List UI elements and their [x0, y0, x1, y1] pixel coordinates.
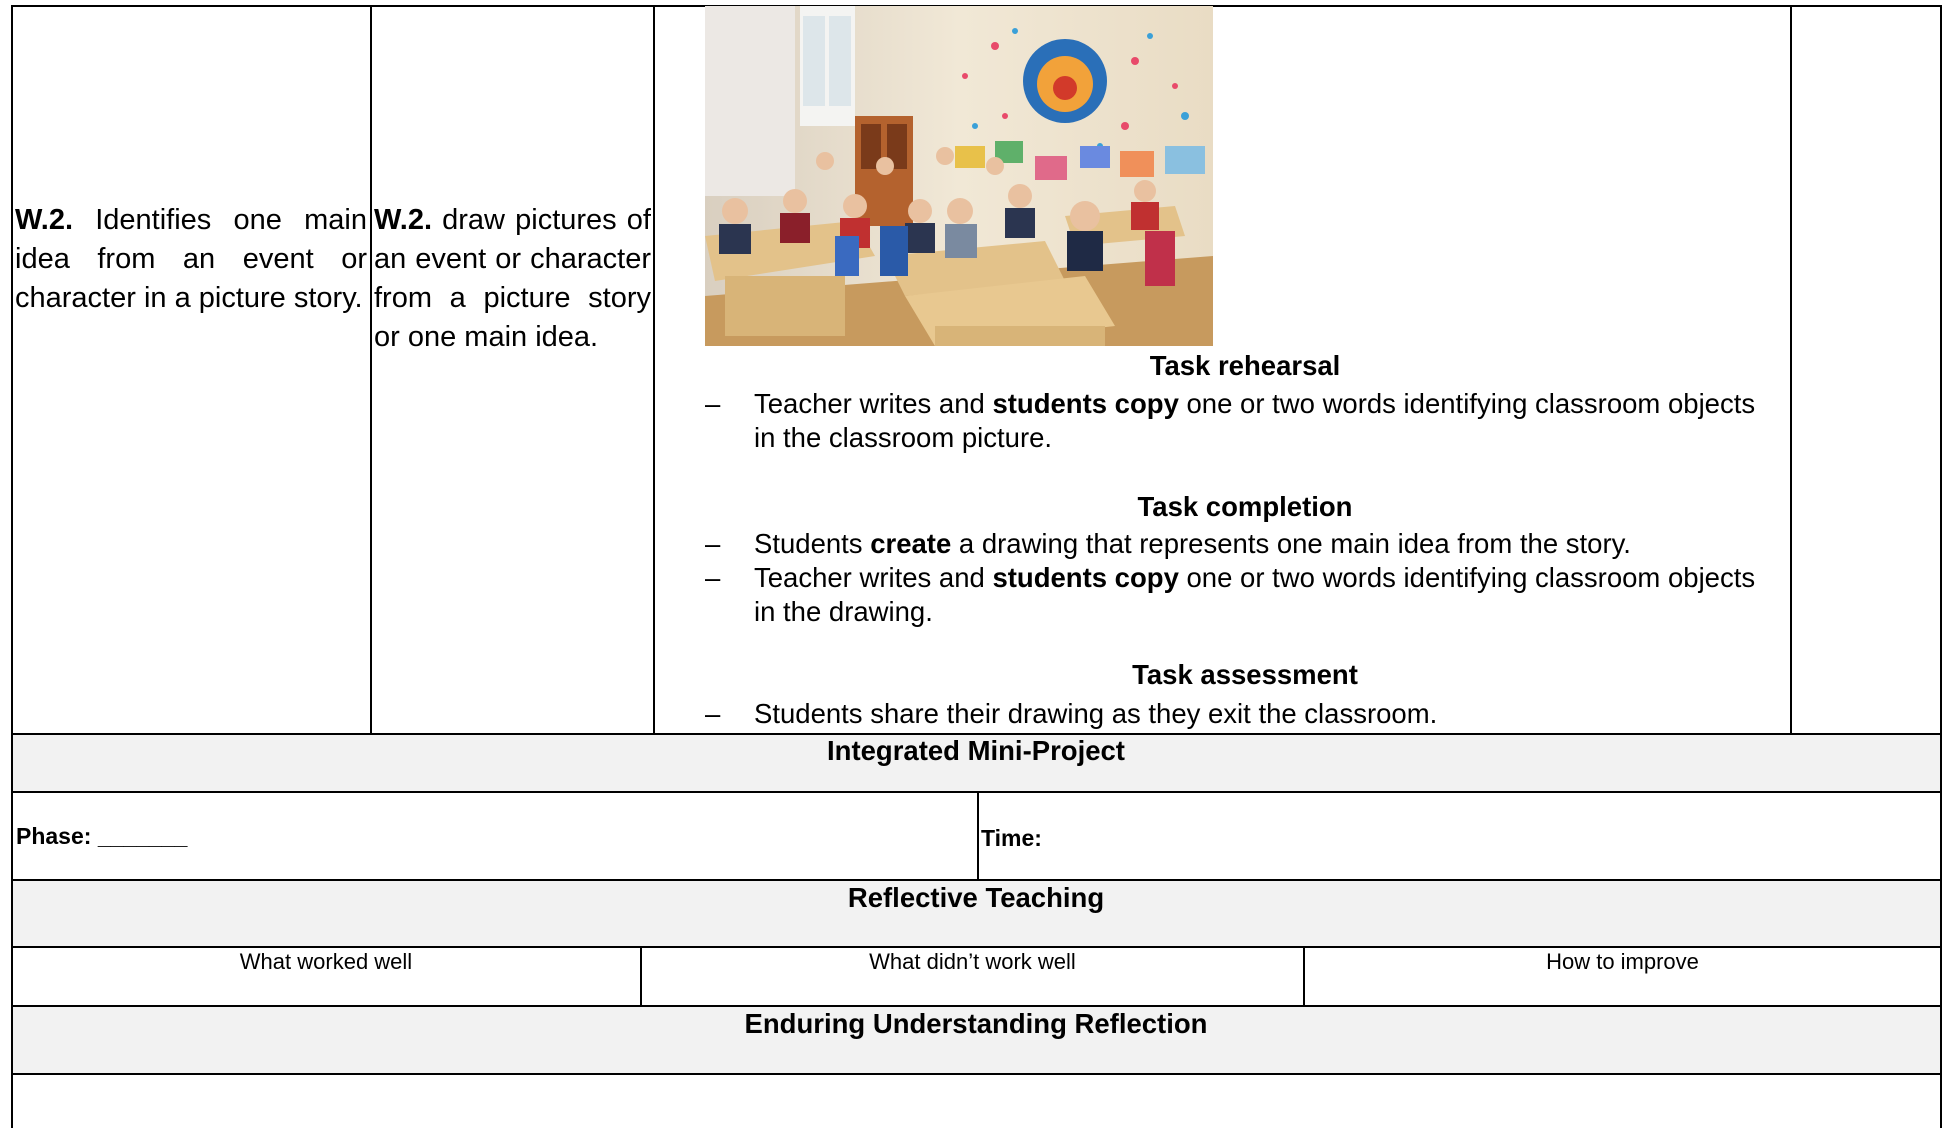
table-border — [11, 879, 1941, 881]
enduring-response-area[interactable] — [13, 1075, 1939, 1128]
bullet-text-post: one or two words identifying classroom o… — [754, 388, 1756, 453]
bullet-dash: – — [705, 562, 721, 593]
table-border — [11, 5, 13, 1128]
bullet-text-bold: students copy — [992, 388, 1179, 419]
bullet-text-post: a drawing that represents one main idea … — [951, 528, 1631, 559]
bullet-text-pre: Teacher writes and — [754, 562, 993, 593]
bullet-text-post: one or two words identifying classroom o… — [754, 562, 1756, 627]
mini-project-title: Integrated Mini-Project — [827, 735, 1125, 766]
objective-code: W.2. — [15, 204, 74, 236]
table-border — [11, 791, 1941, 793]
table-border — [977, 791, 979, 880]
learning-objective: W.2. Identifies one main idea from an ev… — [15, 201, 367, 318]
bullet-text: Students share their drawing as they exi… — [754, 697, 1775, 731]
reflection-column-header: What worked well — [239, 949, 413, 974]
reflection-column-header: How to improve — [1546, 949, 1699, 974]
bullet-text: Students create a drawing that represent… — [754, 527, 1775, 561]
table-border — [11, 1073, 1941, 1075]
assessment-bullet: – Students share their drawing as they e… — [705, 697, 1775, 731]
success-criteria: W.2. draw pictures of an event or charac… — [374, 201, 651, 357]
classroom-photo — [705, 6, 1213, 346]
bullet-dash: – — [705, 698, 721, 729]
time-label: Time: — [981, 825, 1042, 851]
table-border — [1940, 5, 1942, 1128]
reflective-title: Reflective Teaching — [847, 882, 1105, 913]
phase-label: Phase: _______ — [16, 823, 188, 849]
completion-heading: Task completion — [1137, 491, 1353, 522]
bullet-text-pre: Teacher writes and — [754, 388, 993, 419]
bullet-text-bold: create — [870, 528, 952, 559]
objective-text: Identifies one main idea from an event o… — [15, 204, 367, 314]
bullet-text: Teacher writes and students copy one or … — [754, 387, 1775, 455]
completion-bullet: – Teacher writes and students copy one o… — [705, 561, 1775, 631]
bullet-text-pre: Students — [754, 528, 871, 559]
criteria-code: W.2. — [374, 204, 433, 236]
bullet-text-pre: Students share their drawing as they exi… — [754, 698, 1438, 729]
table-border — [11, 733, 1941, 735]
reflection-column-header: What didn’t work well — [869, 949, 1076, 974]
assessment-heading: Task assessment — [1132, 659, 1358, 690]
rehearsal-heading: Task rehearsal — [1149, 350, 1341, 381]
enduring-title: Enduring Understanding Reflection — [744, 1008, 1208, 1039]
enduring-header-bg — [12, 1006, 1940, 1073]
table-border — [640, 946, 642, 1006]
table-border — [370, 5, 372, 734]
table-border — [11, 1005, 1941, 1007]
bullet-text-bold: students copy — [992, 562, 1179, 593]
rehearsal-bullet: – Teacher writes and students copy one o… — [705, 387, 1775, 457]
classroom-photo-illustration — [705, 6, 1213, 346]
reflective-header-bg — [12, 880, 1940, 946]
bullet-text: Teacher writes and students copy one or … — [754, 561, 1775, 629]
bullet-dash: – — [705, 388, 721, 419]
table-border — [1790, 5, 1792, 734]
mini-project-header-bg — [12, 734, 1940, 792]
table-border — [1303, 946, 1305, 1006]
completion-bullet: – Students create a drawing that represe… — [705, 527, 1775, 561]
table-border — [11, 946, 1941, 948]
criteria-text: draw pictures of an event or character f… — [374, 204, 651, 353]
table-border — [653, 5, 655, 734]
table-border — [11, 5, 1941, 7]
bullet-dash: – — [705, 528, 721, 559]
